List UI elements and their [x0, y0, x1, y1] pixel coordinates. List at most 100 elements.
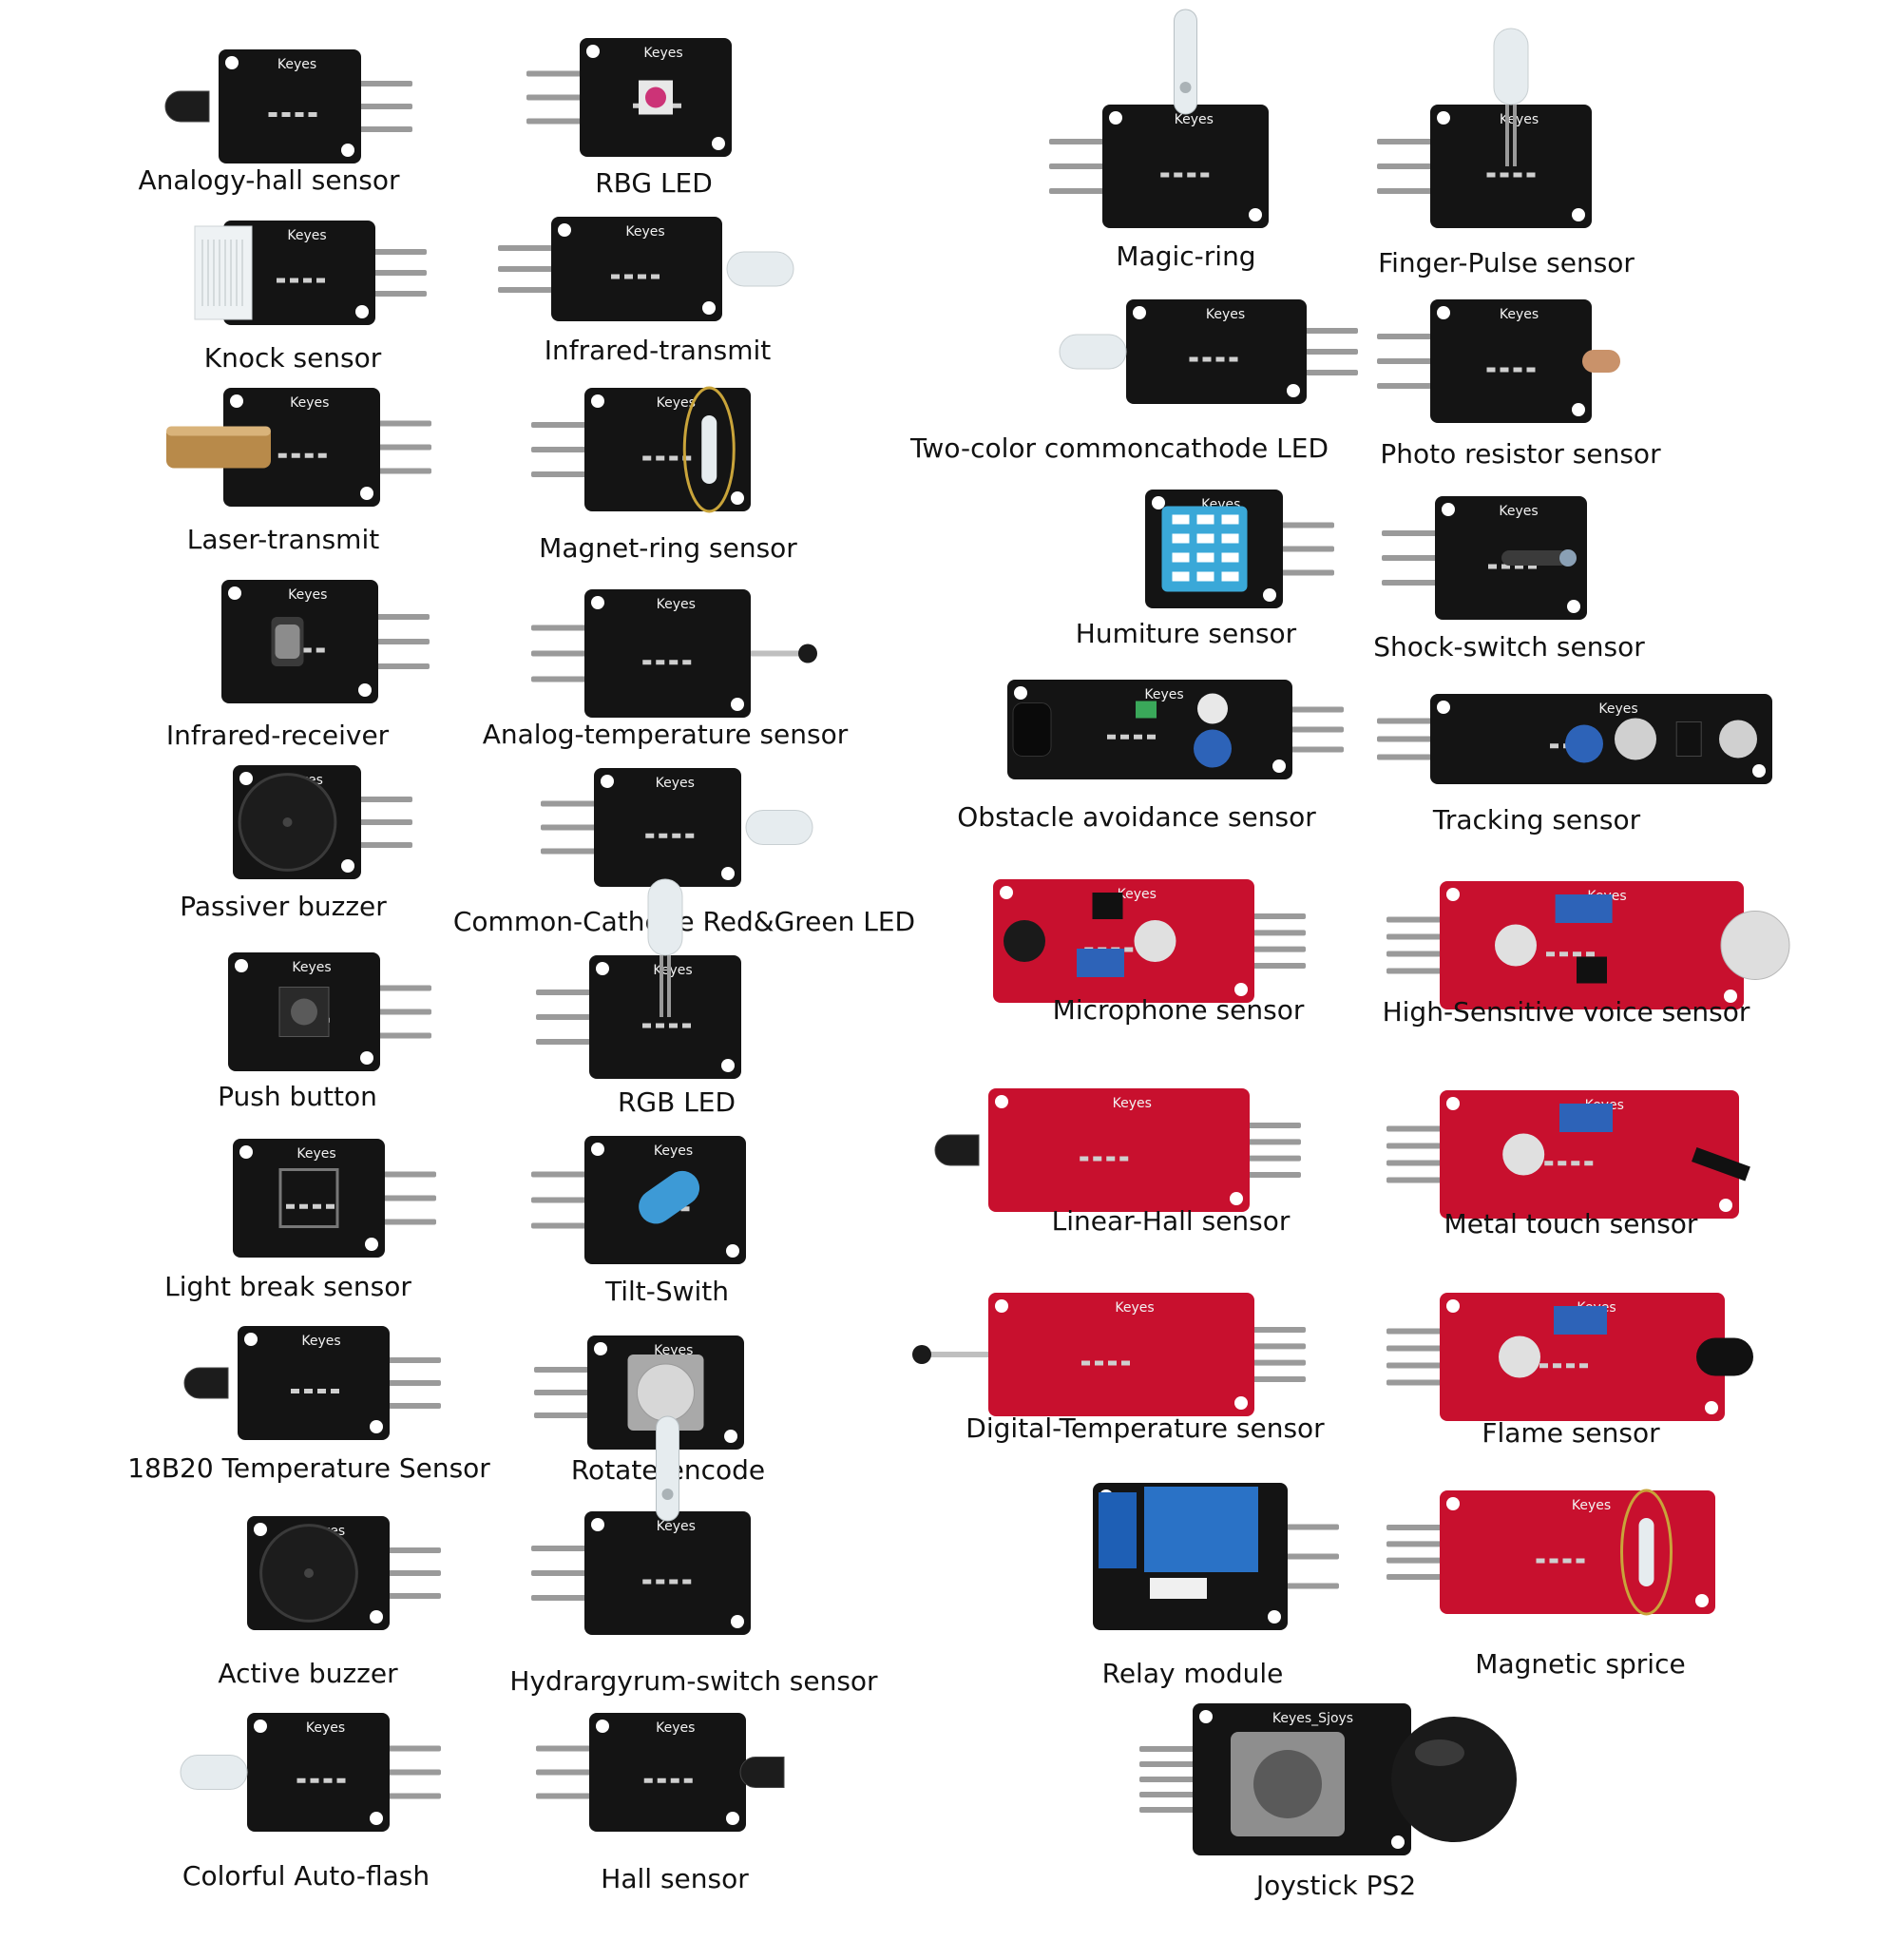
- sensor-module: Keyes: [247, 1516, 441, 1630]
- brand-silkscreen: Keyes: [1598, 701, 1637, 717]
- sensor-label: Infrared-transmit: [544, 335, 772, 366]
- pcb-board: [247, 1713, 390, 1832]
- component-reed: [682, 386, 736, 513]
- sensor-module: Keyes: [1377, 28, 1592, 228]
- sensor-label: Push button: [218, 1081, 377, 1112]
- brand-silkscreen: Keyes: [306, 1720, 345, 1736]
- sensor-module: Keyes: [164, 49, 412, 163]
- brand-silkscreen: Keyes: [643, 46, 682, 61]
- component-buzzer: [238, 773, 337, 872]
- brand-silkscreen: Keyes: [287, 228, 326, 243]
- component-receiver: [271, 617, 304, 666]
- brand-silkscreen: Keyes: [288, 587, 327, 603]
- sensor-label: Shock-switch sensor: [1373, 631, 1645, 663]
- sensor-module: Keyes: [1145, 490, 1334, 608]
- component-smd-led: [639, 80, 673, 115]
- sensor-module: Keyes_SRly: [1093, 1483, 1339, 1630]
- sensor-label: Flame sensor: [1482, 1417, 1660, 1449]
- pcb-board: [1440, 881, 1744, 1009]
- brand-silkscreen: Keyes: [656, 776, 695, 791]
- pcb-board: [1102, 105, 1269, 228]
- sensor-label: Two-color commoncathode LED: [909, 432, 1329, 464]
- pcb-board: [223, 388, 380, 507]
- component-mic-small: [1004, 893, 1176, 977]
- sensor-label: Hall sensor: [601, 1863, 749, 1894]
- sensor-module: Keyes: [541, 768, 813, 887]
- sensor-module: Keyes: [536, 1713, 785, 1832]
- component-thermistor: [912, 1345, 988, 1364]
- sensor-label: Common-Cathode Red&Green LED: [452, 906, 916, 937]
- sensor-module: Keyes: [166, 388, 431, 507]
- sensor-module: Keyes: [531, 1136, 746, 1264]
- component-spring: [194, 225, 253, 320]
- pcb-board: [589, 1713, 746, 1832]
- sensor-label: Light break sensor: [164, 1271, 411, 1302]
- sensor-module: Keyes: [534, 1335, 744, 1450]
- brand-silkscreen: Keyes: [292, 960, 331, 975]
- brand-silkscreen: Keyes: [1144, 687, 1183, 702]
- sensor-label: 18B20 Temperature Sensor: [127, 1452, 490, 1484]
- sensor-module: Keyes: [1059, 299, 1358, 404]
- pcb-board: [988, 1293, 1254, 1416]
- brand-silkscreen: Keyes: [625, 224, 664, 240]
- component-transistor: [164, 90, 210, 123]
- sensor-label: Metal touch sensor: [1444, 1208, 1698, 1239]
- component-led-side: [1059, 334, 1127, 370]
- sensor-label: High-Sensitive voice sensor: [1382, 996, 1750, 1028]
- sensor-module: Keyes: [194, 221, 427, 325]
- component-photoresistor: [1582, 350, 1620, 373]
- sensor-label: Analog-temperature sensor: [482, 719, 849, 750]
- sensor-module: Keyes: [1386, 881, 1790, 1009]
- sensor-label: Knock sensor: [203, 342, 382, 374]
- component-flame: [1499, 1306, 1753, 1378]
- component-obstacle: [1012, 693, 1232, 768]
- sensor-label: Tilt-Swith: [604, 1276, 730, 1307]
- sensor-label: Magnet-ring sensor: [539, 532, 797, 564]
- brand-silkscreen: Keyes_Sjoys: [1272, 1711, 1353, 1726]
- sensor-module: Keyes: [233, 765, 412, 879]
- sensor-module: Keyes: [1377, 694, 1772, 784]
- brand-silkscreen: Keyes: [1499, 504, 1538, 519]
- sensor-module: Keyes: [1386, 1489, 1715, 1616]
- component-led-side: [180, 1755, 248, 1790]
- sensor-label: Analogy-hall sensor: [138, 164, 400, 196]
- brand-silkscreen: Keyes: [654, 1143, 693, 1159]
- sensor-label: Tracking sensor: [1432, 804, 1641, 836]
- sensor-module: Keyes: [221, 580, 430, 703]
- sensor-module: Keyes: [531, 589, 817, 718]
- brand-silkscreen: Keyes: [657, 395, 696, 411]
- sensor-label: Digital-Temperature sensor: [966, 1412, 1325, 1444]
- pcb-board: [1126, 299, 1307, 404]
- pcb-board: [584, 1511, 751, 1635]
- sensor-module: Keyes_Sjoys: [1139, 1703, 1517, 1855]
- sensor-label: Photo resistor sensor: [1380, 438, 1661, 470]
- sensor-module: Keyes: [228, 952, 431, 1071]
- brand-silkscreen: Keyes: [1113, 1096, 1152, 1111]
- component-buzzer: [259, 1524, 358, 1623]
- sensor-module: Keyes: [934, 1088, 1301, 1212]
- sensor-label: Finger-Pulse sensor: [1378, 247, 1635, 279]
- pcb-board: [589, 955, 741, 1079]
- sensor-label: Colorful Auto-flash: [182, 1860, 430, 1892]
- pcb-board: [1430, 105, 1592, 228]
- sensor-label: Active buzzer: [218, 1658, 398, 1689]
- brand-silkscreen: Keyes: [301, 1334, 340, 1349]
- sensor-module: Keyes: [993, 879, 1306, 1003]
- component-led-side: [726, 251, 794, 287]
- brand-silkscreen: Keyes: [277, 57, 316, 72]
- brand-silkscreen: Keyes: [653, 963, 692, 978]
- brand-silkscreen: Keyes: [1500, 307, 1539, 322]
- sensor-label: Passiver buzzer: [180, 891, 387, 922]
- sensor-module: Keyes: [233, 1139, 436, 1258]
- brand-silkscreen: Keyes: [1500, 112, 1539, 127]
- sensor-module: Keyes: [912, 1293, 1306, 1416]
- brand-silkscreen: Keyes: [1572, 1498, 1611, 1513]
- component-led-top: [1493, 28, 1529, 166]
- pcb-board: [1440, 1293, 1725, 1421]
- brand-silkscreen: Keyes: [656, 1720, 695, 1736]
- pcb-board: [993, 879, 1254, 1003]
- sensor-label: Obstacle avoidance sensor: [957, 801, 1316, 833]
- pcb-board: [584, 589, 751, 718]
- component-relay: [1099, 1487, 1258, 1599]
- component-led-side: [745, 810, 813, 845]
